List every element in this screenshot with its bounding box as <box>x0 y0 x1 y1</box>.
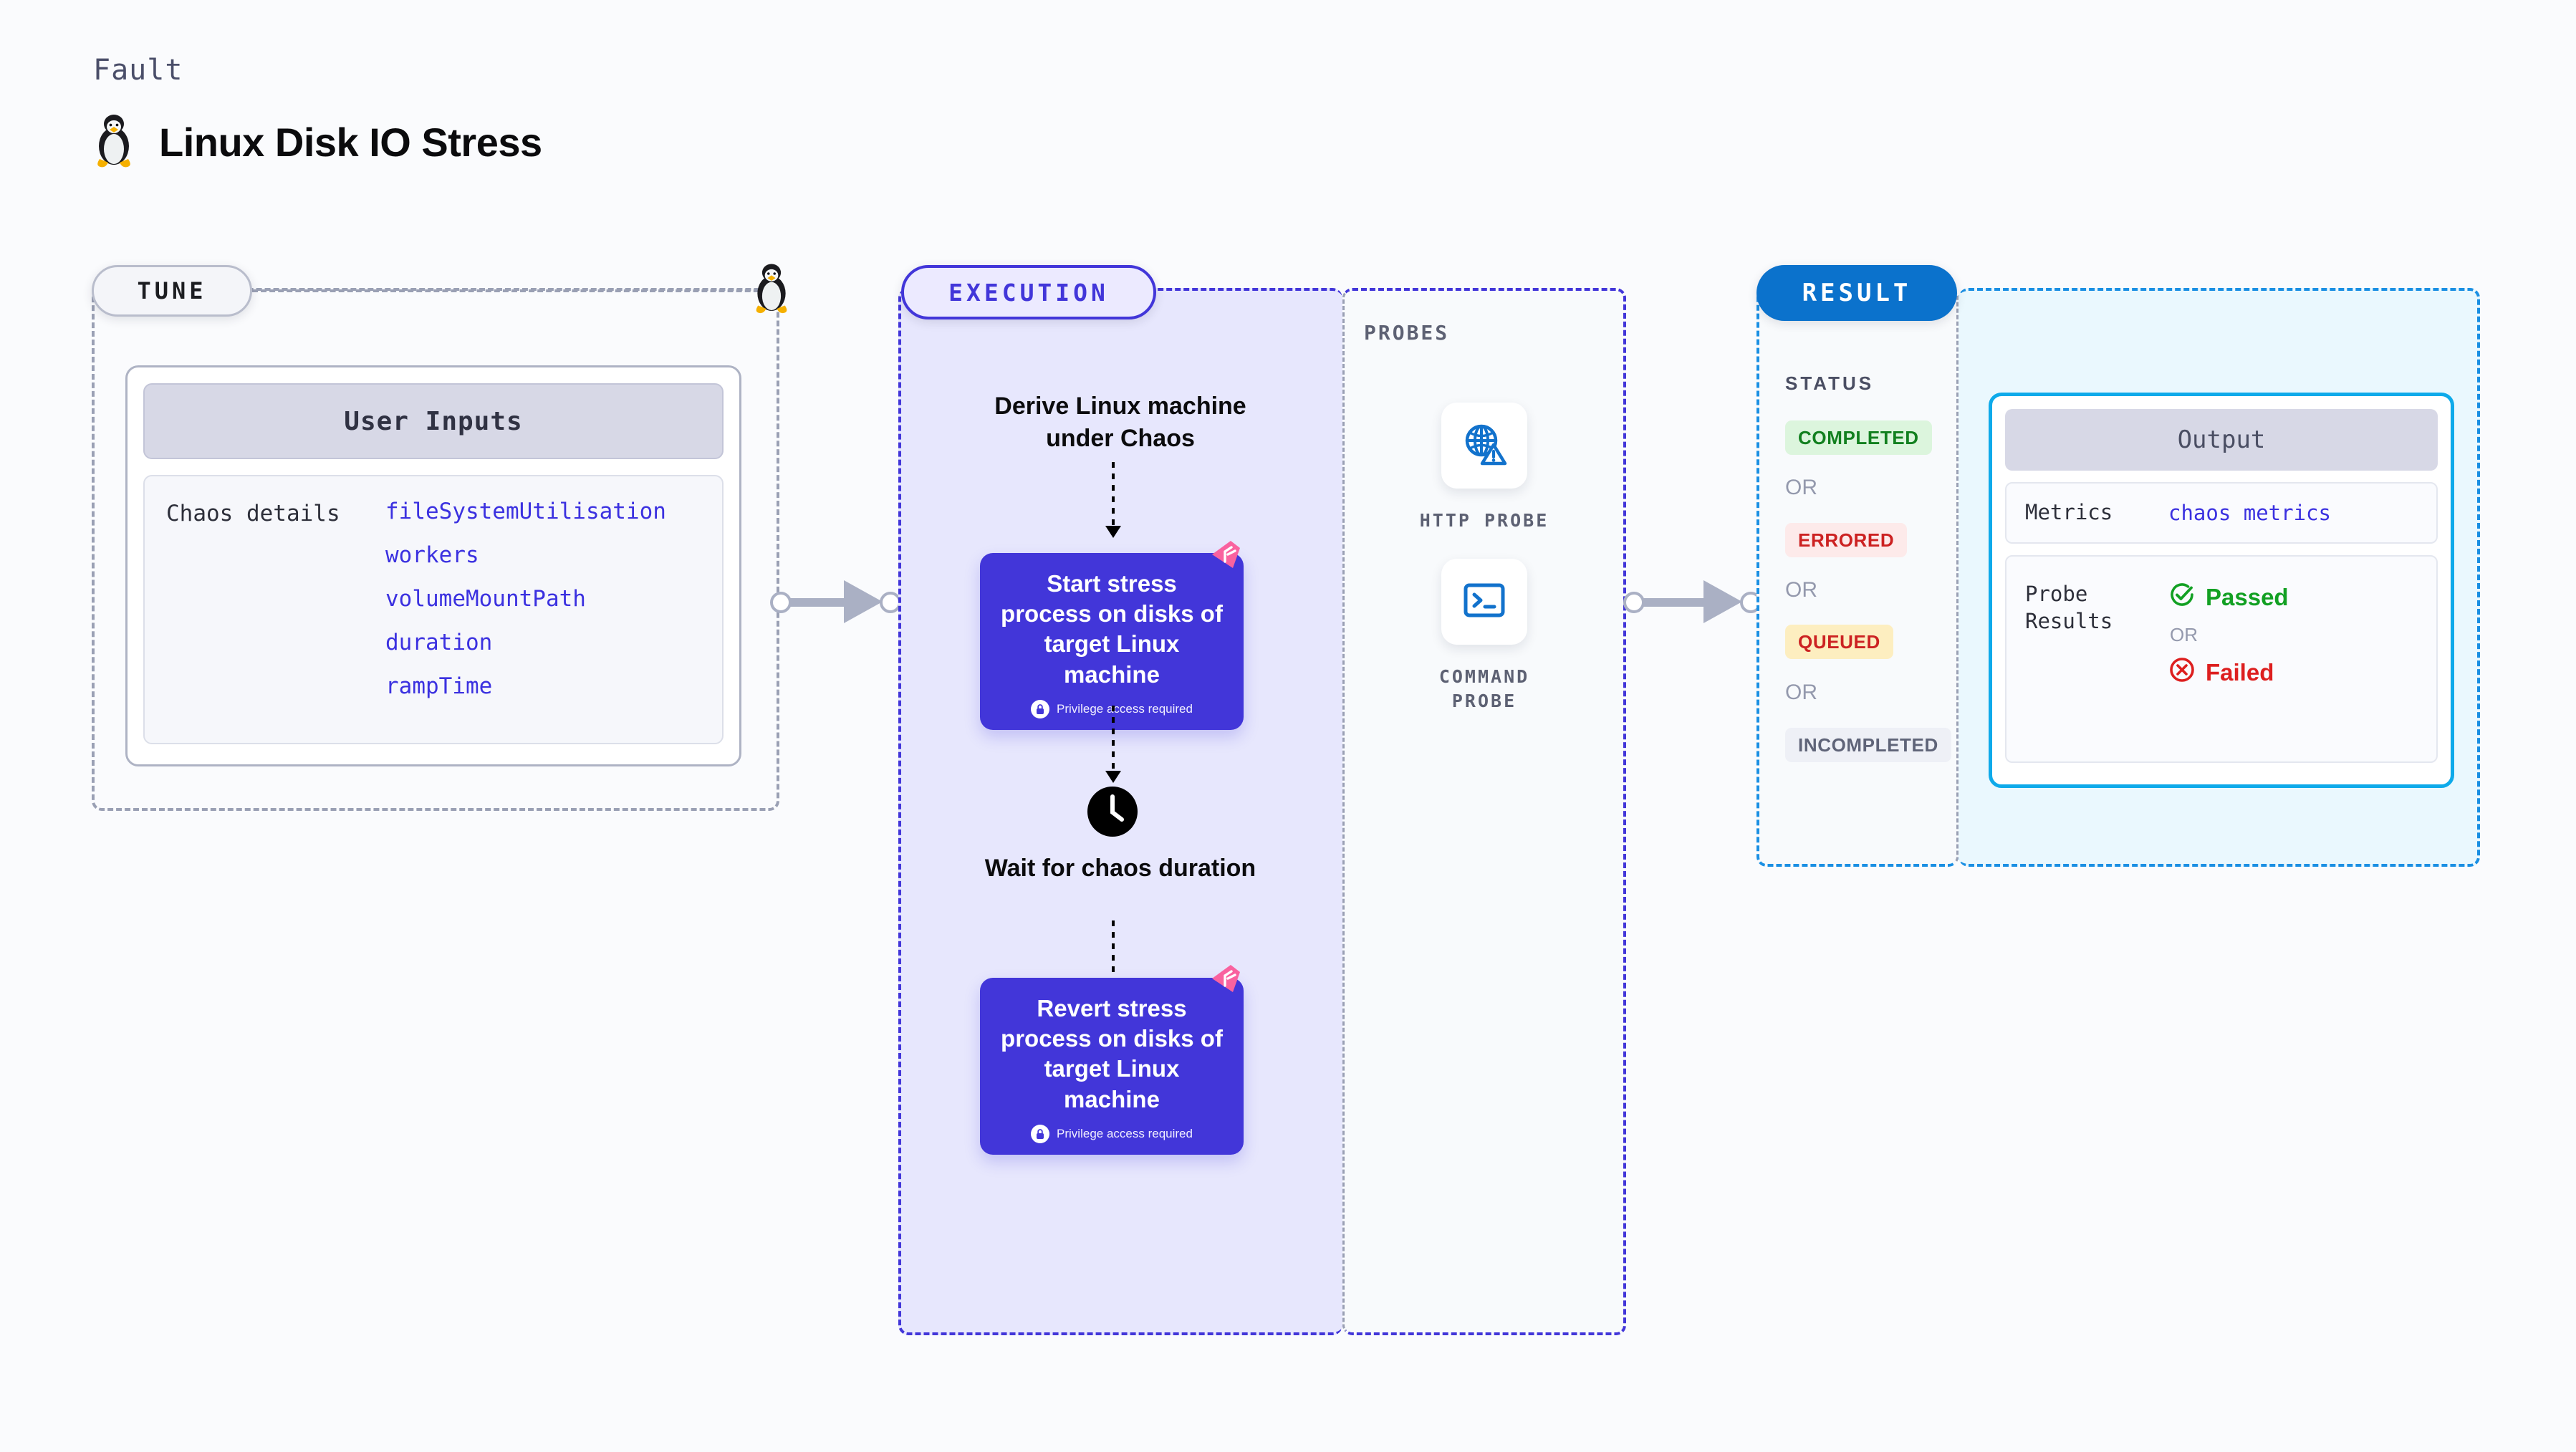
step-revert-privilege-note: Privilege access required <box>999 1124 1225 1143</box>
input-param: workers <box>385 542 479 568</box>
page-title-text: Linux Disk IO Stress <box>159 119 542 165</box>
probe-failed-label: Failed <box>2206 659 2274 686</box>
output-heading: Output <box>2005 409 2438 471</box>
probes-label: PROBES <box>1364 321 1450 345</box>
output-probe-results-row: Probe Results Passed OR <box>2005 555 2438 763</box>
user-inputs-heading: User Inputs <box>143 383 724 459</box>
probe-result-or: OR <box>2170 624 2198 645</box>
input-param: fileSystemUtilisation <box>385 499 666 524</box>
metrics-value: chaos metrics <box>2168 501 2331 525</box>
step-start-privilege-note: Privilege access required <box>999 699 1225 718</box>
status-badge-queued: QUEUED <box>1785 625 1893 659</box>
terminal-prompt-icon <box>1462 580 1506 624</box>
connector-probes-to-result <box>1623 580 1767 623</box>
probe-tile-command[interactable] <box>1441 559 1527 645</box>
harness-chaos-badge-icon <box>1209 539 1242 574</box>
probe-result-passed: Passed <box>2168 581 2289 614</box>
harness-chaos-badge-icon <box>1209 963 1242 998</box>
privilege-note-text: Privilege access required <box>1057 701 1193 716</box>
chaos-details-values: fileSystemUtilisation workers volumeMoun… <box>385 501 666 743</box>
fault-kicker: Fault <box>93 54 183 87</box>
linux-penguin-icon <box>92 115 136 169</box>
status-badge-incompleted: INCOMPLETED <box>1785 728 1951 762</box>
privilege-note-text: Privilege access required <box>1057 1126 1193 1140</box>
step-revert-stress-text: Revert stress process on disks of target… <box>1001 995 1223 1112</box>
derive-machine-title: Derive Linux machine under Chaos <box>994 393 1246 452</box>
input-param: volumeMountPath <box>385 586 586 612</box>
probe-caption-http: HTTP PROBE <box>1419 510 1549 531</box>
tune-dashed-connector <box>252 289 785 292</box>
probe-result-failed: Failed <box>2168 656 2289 689</box>
tune-pill[interactable]: TUNE <box>92 265 252 317</box>
status-badge-errored: ERRORED <box>1785 523 1908 557</box>
output-card: Output Metrics chaos metrics Probe Resul… <box>1989 393 2454 788</box>
globe-warning-icon <box>1461 420 1508 471</box>
probe-tile-http[interactable] <box>1441 403 1527 489</box>
probes-section <box>1342 288 1626 1335</box>
probe-passed-label: Passed <box>2206 584 2289 610</box>
x-circle-icon <box>2168 656 2196 689</box>
check-circle-icon <box>2168 581 2196 614</box>
step-start-stress-text: Start stress process on disks of target … <box>1001 570 1223 688</box>
probe-caption-command: COMMAND PROBE <box>1438 666 1530 711</box>
user-inputs-body: Chaos details fileSystemUtilisation work… <box>143 475 724 744</box>
status-badge-completed: COMPLETED <box>1785 420 1932 455</box>
lock-icon <box>1031 1124 1050 1143</box>
connector-tune-to-execution <box>770 580 903 623</box>
probe-results-values: Passed OR Failed <box>2168 581 2289 689</box>
flow-arrow-2 <box>1105 706 1121 783</box>
input-param: duration <box>385 630 493 655</box>
user-inputs-card: User Inputs Chaos details fileSystemUtil… <box>125 365 741 766</box>
status-label: STATUS <box>1785 372 1875 394</box>
status-or-1: OR <box>1785 476 1817 499</box>
execution-pill[interactable]: EXECUTION <box>901 265 1156 319</box>
metrics-label: Metrics <box>2025 500 2113 525</box>
status-or-2: OR <box>1785 578 1817 602</box>
chaos-details-label: Chaos details <box>166 501 340 527</box>
result-status-section <box>1756 288 1959 867</box>
flow-arrow-1 <box>1105 462 1121 538</box>
probe-results-label: Probe Results <box>2025 582 2113 633</box>
tune-linux-penguin-icon <box>751 264 792 319</box>
step-start-stress[interactable]: Start stress process on disks of target … <box>980 553 1244 730</box>
result-pill[interactable]: RESULT <box>1756 265 1957 321</box>
input-param: rampTime <box>385 673 493 699</box>
clock-icon <box>1086 785 1139 842</box>
step-revert-stress[interactable]: Revert stress process on disks of target… <box>980 978 1244 1155</box>
lock-icon <box>1031 699 1050 718</box>
output-metrics-row: Metrics chaos metrics <box>2005 482 2438 544</box>
page-title: Linux Disk IO Stress <box>92 115 542 169</box>
status-or-3: OR <box>1785 681 1817 704</box>
wait-duration-title: Wait for chaos duration <box>984 855 1256 882</box>
